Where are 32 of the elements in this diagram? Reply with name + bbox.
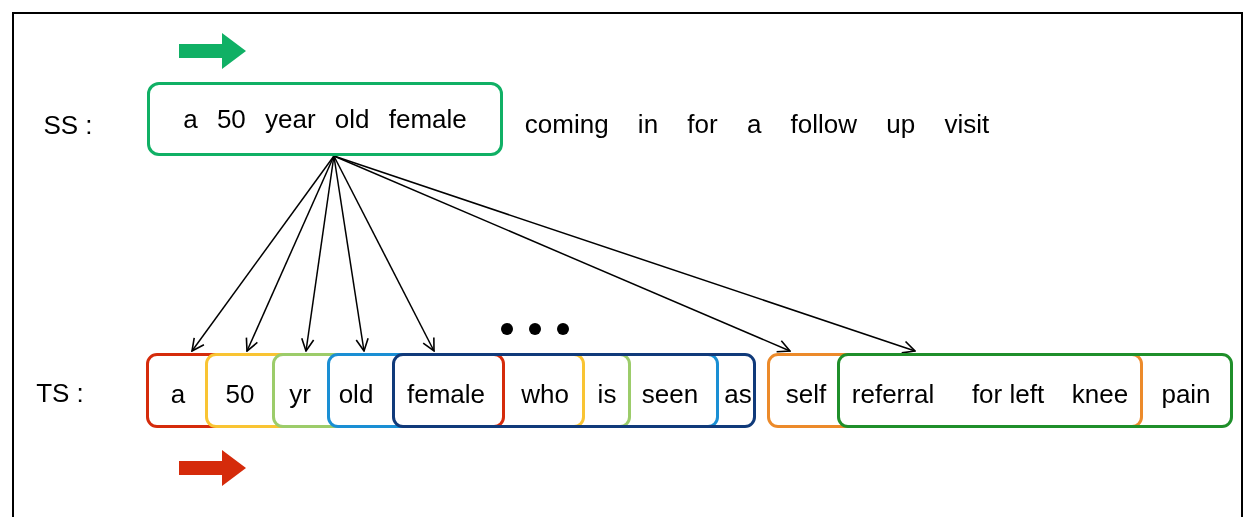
window-box bbox=[837, 353, 1233, 428]
row-label: SS : bbox=[43, 112, 93, 138]
token-text: pain bbox=[1161, 381, 1211, 407]
token-text: 50 bbox=[225, 381, 255, 407]
window-box bbox=[767, 353, 1143, 428]
token-text: knee bbox=[1071, 381, 1129, 407]
token-text: who bbox=[521, 381, 569, 407]
token-text: a bbox=[170, 381, 186, 407]
sentence-text: coming in for a follow up visit bbox=[524, 111, 990, 137]
arrow bbox=[191, 155, 335, 352]
token-text: female bbox=[407, 381, 485, 407]
arrow bbox=[333, 155, 435, 352]
token-text: old bbox=[338, 381, 374, 407]
arrow bbox=[333, 155, 369, 352]
window-box bbox=[205, 353, 585, 428]
arrow bbox=[333, 155, 791, 353]
token-text: self bbox=[785, 381, 827, 407]
token-text: seen bbox=[641, 381, 699, 407]
arrow bbox=[245, 155, 335, 352]
token-text: for left bbox=[971, 381, 1045, 407]
window-box bbox=[272, 353, 631, 428]
arrow bbox=[300, 155, 335, 352]
window-box bbox=[392, 353, 756, 428]
token-text: yr bbox=[289, 381, 311, 407]
text-box: a 50 year old female bbox=[147, 82, 503, 156]
window-box bbox=[327, 353, 719, 428]
row-label: TS : bbox=[36, 380, 84, 406]
token-text: as bbox=[724, 381, 752, 407]
token-text: referral bbox=[851, 381, 935, 407]
window-box bbox=[146, 353, 505, 428]
arrow bbox=[333, 155, 916, 354]
token-text: is bbox=[597, 381, 617, 407]
